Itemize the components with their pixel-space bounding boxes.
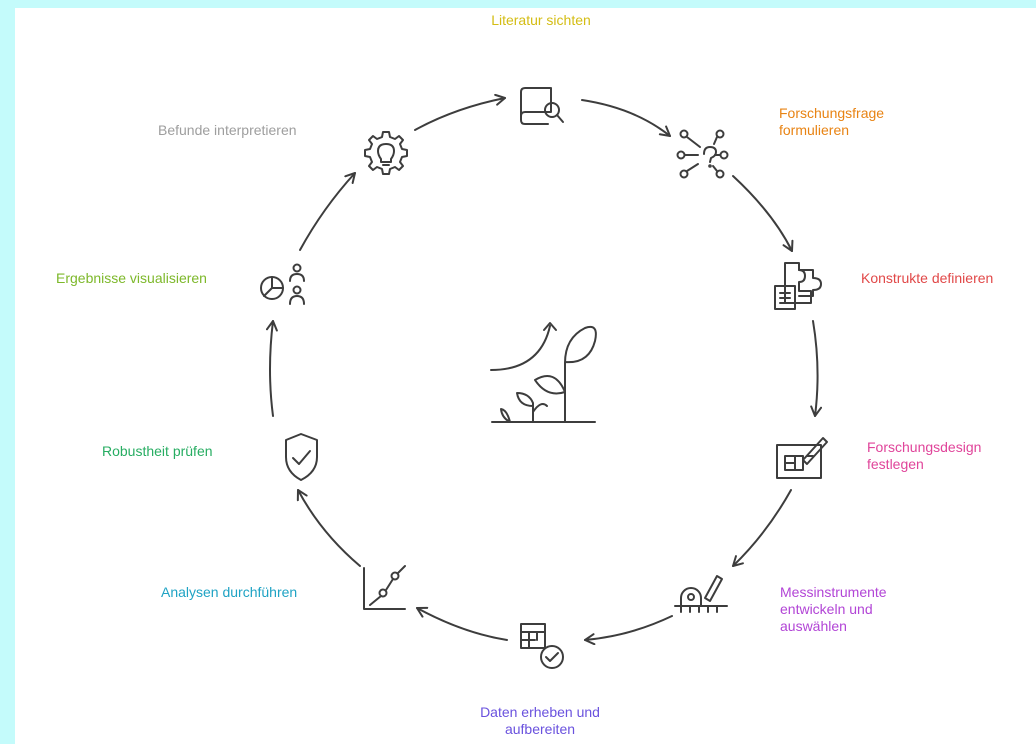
arrow-9-10 [299, 172, 356, 251]
puzzle-document-icon [774, 262, 822, 310]
pie-chart-people-icon [260, 263, 305, 305]
step-label-analysen: Analysen durchführen [161, 584, 298, 600]
arrow-7-8 [296, 489, 361, 567]
step-label-befunde: Befunde interpretieren [158, 122, 297, 138]
book-search-icon [520, 87, 564, 125]
diagram-canvas: Literatur sichten Forschungsfrage formul… [15, 8, 1036, 744]
arrow-2-3 [732, 175, 794, 252]
cycle-diagram [260, 87, 828, 669]
step-label-literatur: Literatur sichten [491, 12, 591, 28]
arrow-1-2 [581, 99, 671, 137]
step-label-forschungsfrage: Forschungsfrage formulieren [779, 105, 885, 138]
line-graph-icon [363, 565, 406, 610]
tape-measure-pencil-icon [674, 575, 728, 613]
gear-bulb-icon [364, 131, 408, 175]
step-label-robustheit: Robustheit prüfen [102, 443, 213, 459]
arrow-5-6 [584, 615, 673, 646]
step-label-ergebnisse: Ergebnisse visualisieren [56, 270, 207, 286]
shield-check-icon [285, 433, 318, 481]
network-question-icon [676, 129, 729, 179]
blueprint-pencil-icon [776, 437, 828, 479]
arrow-6-7 [416, 606, 508, 641]
growth-plant-icon [490, 322, 597, 423]
step-label-konstrukte: Konstrukte definieren [861, 270, 994, 286]
table-check-icon [520, 623, 564, 669]
arrow-3-4 [810, 320, 823, 417]
arrow-4-5 [732, 489, 792, 567]
step-label-messinstrumente: Messinstrumente entwickeln und auswählen [780, 584, 887, 634]
arrow-8-9 [265, 320, 278, 417]
step-label-forschungsdesign: Forschungsdesign festlegen [867, 439, 982, 472]
arrow-10-1 [414, 93, 506, 131]
step-label-daten: Daten erheben und aufbereiten [480, 704, 600, 737]
